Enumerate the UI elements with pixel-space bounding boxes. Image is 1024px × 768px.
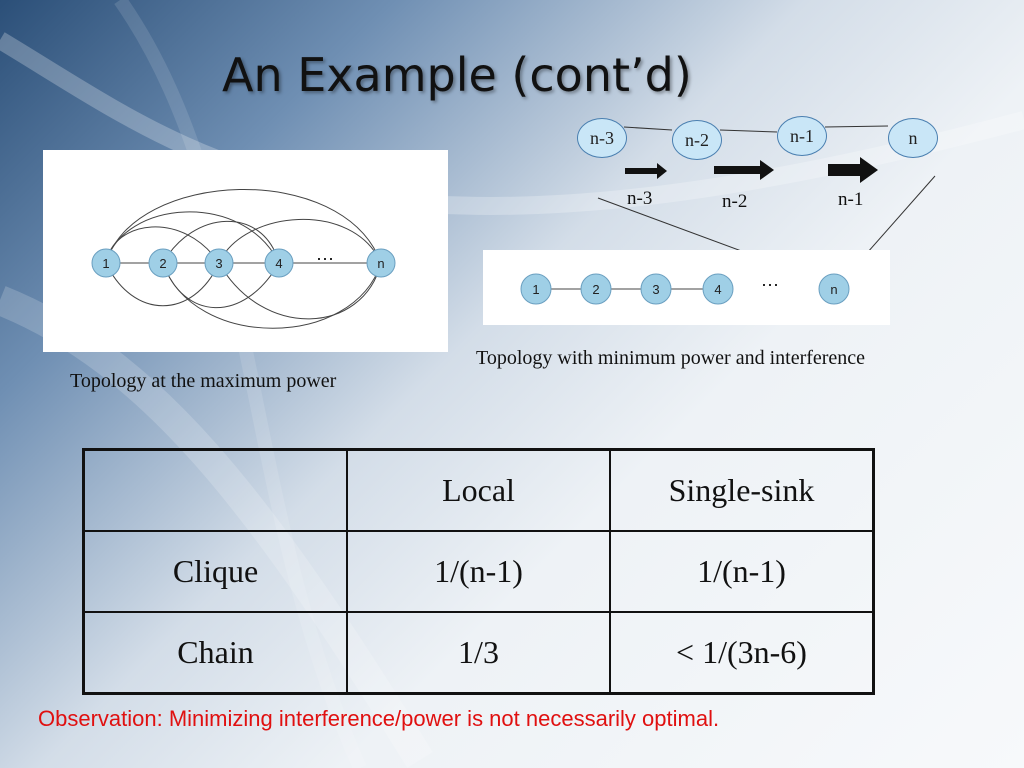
graph-node-label-1: 1 [532, 282, 539, 297]
arrow-label-n-3: n-3 [627, 188, 653, 209]
table-header-cell [82, 448, 348, 532]
slide-title: An Example (cont’d) [222, 48, 692, 102]
arrow-label-n-1: n-1 [838, 189, 864, 210]
graph-node-n [818, 273, 850, 305]
table-row: Chain 1/3 < 1/(3n-6) [82, 611, 875, 695]
table-cell: 1/(n-1) [609, 530, 875, 613]
observation-text: Observation: Minimizing interference/pow… [38, 706, 720, 731]
graph-node-4 [702, 273, 734, 305]
min-power-topology-graph: 1 2 3 4 n [520, 273, 850, 305]
max-power-nodes: 1 2 3 4 n [91, 248, 396, 278]
arrow-label-n-2: n-2 [722, 191, 748, 212]
table-cell: < 1/(3n-6) [609, 611, 875, 695]
graph-node-label-4: 4 [714, 282, 721, 297]
graph-node-label-n: n [830, 282, 837, 297]
graph-node-label-3: 3 [215, 256, 222, 271]
graph-node-1 [91, 248, 121, 278]
max-power-ellipsis: ··· [316, 248, 334, 268]
table-row: Clique 1/(n-1) 1/(n-1) [82, 530, 875, 613]
graph-node-label-3: 3 [652, 282, 659, 297]
chain-node-n: n [888, 118, 938, 158]
min-power-topology-panel: 1 2 3 4 n ··· [483, 250, 890, 325]
arrow-n-1 [828, 157, 878, 183]
graph-node-3 [204, 248, 234, 278]
arrow-n-3 [625, 163, 667, 179]
graph-node-4 [264, 248, 294, 278]
table-cell: 1/3 [346, 611, 611, 695]
graph-node-label-4: 4 [275, 256, 282, 271]
min-power-caption: Topology with minimum power and interfer… [476, 347, 866, 369]
graph-node-label-n: n [377, 256, 384, 271]
min-power-ellipsis: ··· [761, 274, 779, 294]
min-power-nodes: 1 2 3 4 n [520, 273, 850, 305]
graph-node-1 [520, 273, 552, 305]
chain-node-n-2: n-2 [672, 120, 722, 160]
max-power-topology-graph: 1 2 3 4 n [91, 188, 396, 329]
table-header-cell: Local [346, 448, 611, 532]
table-row-label: Chain [82, 611, 348, 695]
arrow-n-2 [714, 160, 774, 180]
table-row-label: Clique [82, 530, 348, 613]
graph-node-label-2: 2 [592, 282, 599, 297]
graph-node-2 [580, 273, 612, 305]
max-power-caption: Topology at the maximum power [70, 370, 337, 392]
table-cell: 1/(n-1) [346, 530, 611, 613]
chain-node-n-3: n-3 [577, 118, 627, 158]
graph-node-2 [148, 248, 178, 278]
transmission-arrows [625, 157, 878, 183]
graph-node-3 [640, 273, 672, 305]
table-header-cell: Single-sink [609, 448, 875, 532]
comparison-table-wrap: Local Single-sink Clique 1/(n-1) 1/(n-1)… [82, 448, 875, 695]
graph-node-n [366, 248, 396, 278]
graph-node-label-1: 1 [102, 256, 109, 271]
graph-node-label-2: 2 [159, 256, 166, 271]
comparison-table: Local Single-sink Clique 1/(n-1) 1/(n-1)… [82, 448, 875, 695]
table-header-row: Local Single-sink [82, 448, 875, 532]
max-power-topology-panel: 1 2 3 4 n ··· [43, 150, 448, 352]
chain-node-n-1: n-1 [777, 116, 827, 156]
